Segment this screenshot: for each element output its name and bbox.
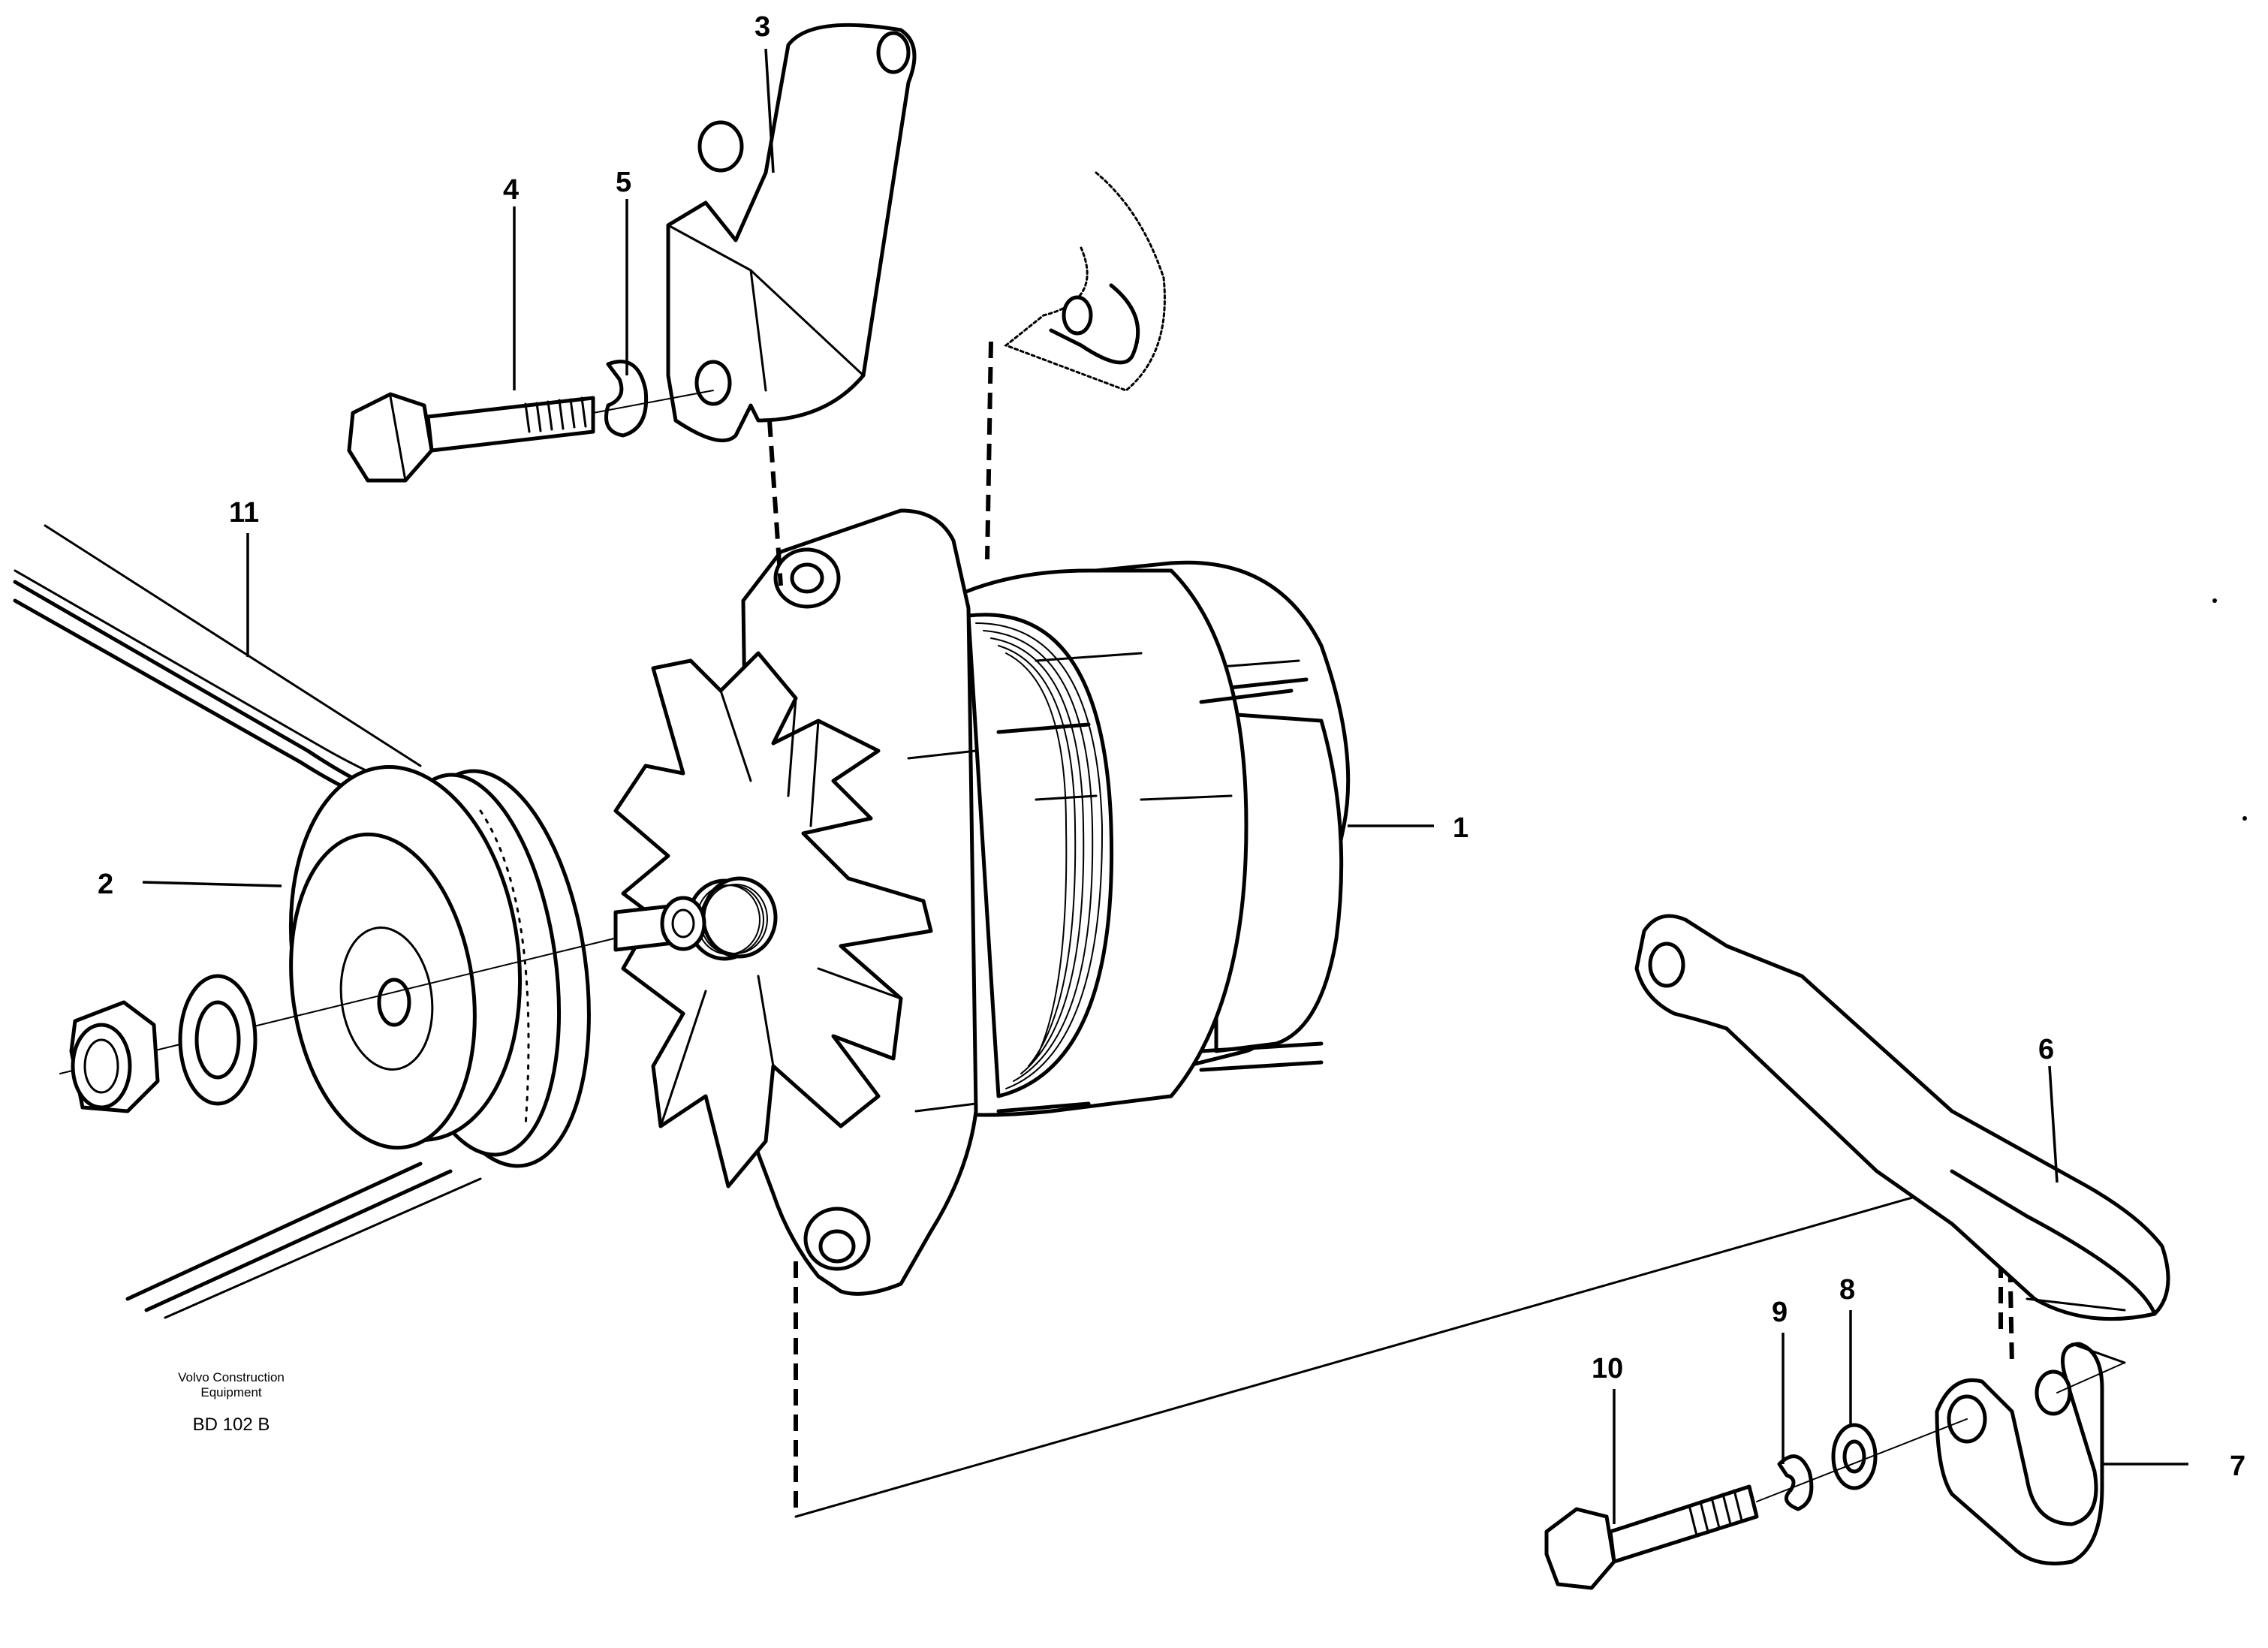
callout-4: 4 bbox=[503, 174, 519, 206]
lower-lock-washer bbox=[1777, 1454, 1814, 1511]
adjusting-bar bbox=[1634, 914, 2170, 1321]
lower-bolt bbox=[1544, 1362, 2125, 1590]
upper-lock-washer bbox=[604, 360, 649, 438]
callout-10: 10 bbox=[1592, 1353, 1623, 1384]
washer bbox=[178, 974, 258, 1106]
lower-bracket bbox=[1935, 1342, 2126, 1565]
shaft-axis-line bbox=[59, 923, 676, 1074]
leader-lines bbox=[142, 48, 2188, 1524]
hex-nut bbox=[69, 1000, 160, 1113]
upper-bolt bbox=[347, 392, 595, 483]
callout-9: 9 bbox=[1772, 1297, 1788, 1328]
callout-1: 1 bbox=[1453, 812, 1468, 844]
callout-labels: 1 2 3 4 5 6 7 8 9 10 11 bbox=[98, 11, 2245, 1482]
callout-8: 8 bbox=[1839, 1274, 1855, 1306]
drawing-caption: Volvo Construction Equipment BD 102 B bbox=[178, 1370, 285, 1435]
upper-bracket bbox=[666, 23, 917, 443]
scan-speck bbox=[2212, 598, 2217, 603]
callout-5: 5 bbox=[616, 167, 631, 198]
scan-speck bbox=[2242, 816, 2247, 821]
callout-2: 2 bbox=[98, 869, 113, 900]
company-name-line2: Equipment bbox=[200, 1385, 262, 1399]
callout-6: 6 bbox=[2038, 1034, 2054, 1065]
alternator bbox=[613, 508, 1351, 1296]
company-name-line1: Volvo Construction bbox=[178, 1370, 285, 1384]
flat-washer bbox=[1831, 1423, 1878, 1490]
callout-3: 3 bbox=[754, 11, 770, 43]
engine-mount-lug bbox=[1004, 171, 1166, 392]
upper-bolt-axis bbox=[592, 390, 714, 414]
pulley bbox=[288, 765, 591, 1168]
callout-11: 11 bbox=[229, 497, 259, 529]
drawing-code: BD 102 B bbox=[193, 1415, 270, 1435]
callout-7: 7 bbox=[2230, 1451, 2245, 1482]
